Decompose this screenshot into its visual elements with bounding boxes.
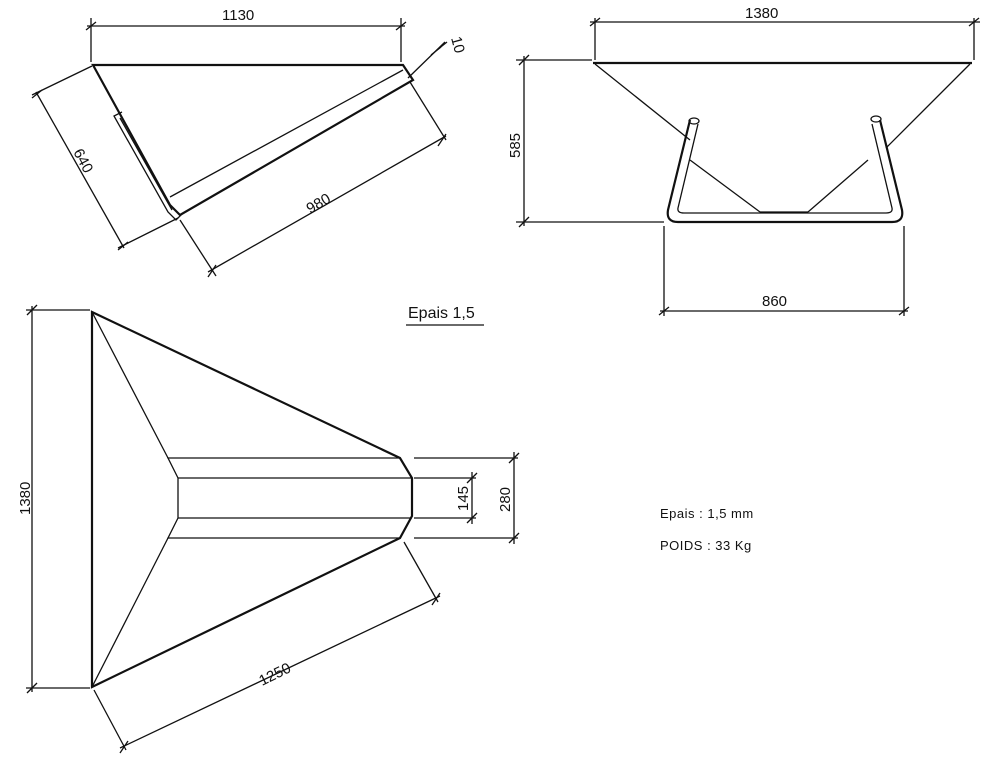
dim-640-line (35, 91, 125, 249)
dim-585-tick-t (518, 54, 530, 66)
dim-585-tick-b (518, 216, 530, 228)
dim-145-tick-b (466, 512, 478, 524)
dim-640-tick-b (117, 241, 129, 251)
dim-585-label: 585 (507, 133, 524, 158)
dim-1250-line (119, 595, 441, 749)
dim-860-tick-r (898, 306, 910, 316)
top-view-fold-lower (91, 537, 169, 688)
dim-980-tick-r (437, 133, 447, 147)
front-view-right-side (885, 63, 971, 149)
dim-860-tick-l (658, 306, 670, 316)
top-view-bottom-panel (166, 457, 413, 539)
dim-640-tick-t (31, 89, 43, 99)
front-view-frame-end-left (688, 117, 700, 125)
side-view-body (91, 63, 415, 217)
dim-280-tick-t (508, 452, 520, 464)
dim-1250-ext-l (93, 689, 127, 751)
dim-10-label: 10 (447, 35, 468, 56)
front-view-left-side (594, 63, 691, 141)
dim-980-label: 980 (304, 190, 334, 217)
dim-1130-tick-r (395, 21, 407, 31)
front-view-frame-outer (666, 119, 904, 224)
top-view-fold-upper (91, 311, 169, 459)
dim-top-1380-tick-b (26, 682, 38, 694)
dim-980-ext-bottom (179, 219, 217, 277)
side-view: 1130 10 640 980 (31, 7, 468, 278)
dim-front-1380-label: 1380 (745, 5, 778, 22)
side-view-rim-line (119, 117, 173, 211)
dim-1250-tick-l (119, 740, 129, 754)
side-view-inner-edge (169, 69, 404, 198)
dim-1130-label: 1130 (222, 7, 254, 24)
dim-640-label: 640 (69, 146, 96, 176)
dim-1130-tick-l (85, 21, 97, 31)
dim-980-tick-l (207, 264, 217, 278)
epais-note: Epais : 1,5 mm (660, 506, 754, 521)
front-view-left-side-low (689, 159, 761, 213)
epais-title: Epais 1,5 (408, 305, 475, 322)
dim-640-ext-bottom (117, 217, 179, 249)
front-view: 1380 585 860 (507, 5, 980, 316)
front-view-frame-inner (677, 123, 893, 214)
top-view-outline (90, 310, 414, 689)
top-view: 1380 1250 145 280 (17, 304, 520, 754)
front-view-right-side-low (807, 159, 869, 213)
dim-145-tick-t (466, 472, 478, 484)
front-view-frame-end-right (870, 115, 882, 123)
dim-145-label: 145 (455, 486, 472, 511)
dim-860-label: 860 (762, 293, 787, 310)
poids-note: POIDS : 33 Kg (660, 538, 752, 553)
dim-10-tick-b (436, 41, 448, 51)
dim-front-1380-tick-l (589, 17, 601, 27)
dim-top-1380-tick-t (26, 304, 38, 316)
dim-980-ext-top (409, 81, 447, 141)
dim-1250-ext-r (403, 541, 439, 603)
dim-1250-label: 1250 (256, 660, 293, 690)
dim-front-1380-tick-r (968, 17, 980, 27)
dim-280-tick-b (508, 532, 520, 544)
dim-1250-tick-r (431, 592, 441, 606)
dim-top-1380-label: 1380 (17, 482, 34, 515)
dim-280-label: 280 (497, 487, 514, 512)
dim-980-line (207, 135, 447, 273)
